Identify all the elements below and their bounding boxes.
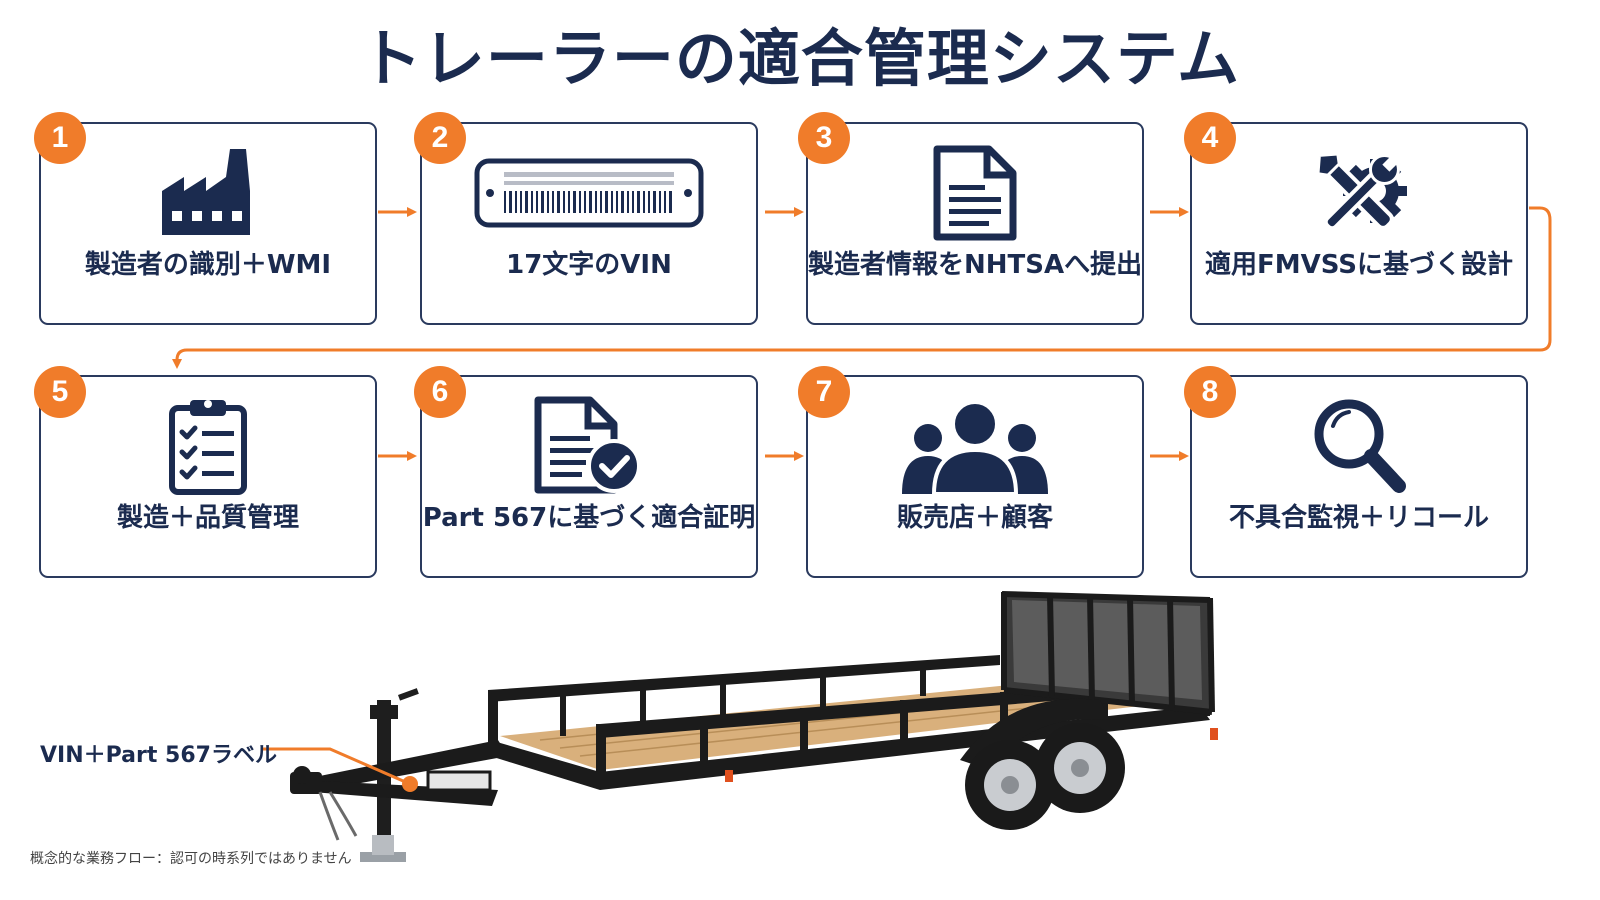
wheel-front xyxy=(965,740,1055,830)
step-label: 不具合監視＋リコール xyxy=(1228,503,1489,533)
callout-dot xyxy=(402,776,418,792)
step-card-2: 17文字のVIN xyxy=(420,122,758,325)
step-badge-1: 1 xyxy=(34,112,86,164)
step-card-6: Part 567に基づく適合証明 xyxy=(420,375,758,578)
rear-ramp-gate xyxy=(1001,591,1215,715)
step-badge-6: 6 xyxy=(414,366,466,418)
step-badge-7: 7 xyxy=(798,366,850,418)
step-badge-5: 5 xyxy=(34,366,86,418)
step-label: 適用FMVSSに基づく設計 xyxy=(1204,250,1514,280)
callout-line xyxy=(262,747,411,786)
wheel-rear xyxy=(1035,723,1125,813)
step-card-5: 製造＋品質管理 xyxy=(39,375,377,578)
step-badge-8: 8 xyxy=(1184,366,1236,418)
document-icon xyxy=(808,138,1142,248)
clipboard-checklist-icon xyxy=(41,391,375,501)
step-badge-2: 2 xyxy=(414,112,466,164)
step-card-1: 製造者の識別＋WMI xyxy=(39,122,377,325)
footnote: 概念的な業務フロー：認可の時系列ではありません xyxy=(30,851,352,867)
safety-chains xyxy=(318,791,358,841)
step-label: Part 567に基づく適合証明 xyxy=(422,503,756,533)
page-title: トレーラーの適合管理システム xyxy=(359,22,1241,95)
people-icon xyxy=(808,391,1142,501)
step-card-3: 製造者情報をNHTSAへ提出 xyxy=(806,122,1144,325)
step-card-4: 適用FMVSSに基づく設計 xyxy=(1190,122,1528,325)
certified-document-icon xyxy=(422,391,756,501)
step-card-8: 不具合監視＋リコール xyxy=(1190,375,1528,578)
utility-trailer-illustration xyxy=(262,591,1218,862)
step-label: 販売店＋顧客 xyxy=(896,503,1053,533)
step-label: 製造者の識別＋WMI xyxy=(84,250,332,280)
vin-label-plate xyxy=(426,770,492,792)
step-label: 17文字のVIN xyxy=(506,250,672,280)
step-label: 製造＋品質管理 xyxy=(116,503,299,533)
step-label: 製造者情報をNHTSAへ提出 xyxy=(808,250,1143,280)
vin-plate-icon xyxy=(422,138,756,248)
step-card-7: 販売店＋顧客 xyxy=(806,375,1144,578)
arrow-4-5 xyxy=(172,206,1552,369)
vin-part567-callout: VIN＋Part 567ラベル xyxy=(40,743,277,768)
step-badge-4: 4 xyxy=(1184,112,1236,164)
magnifier-icon xyxy=(1192,391,1526,501)
factory-icon xyxy=(41,138,375,248)
tongue xyxy=(290,740,508,806)
step-badge-3: 3 xyxy=(798,112,850,164)
tools-gear-icon xyxy=(1192,138,1526,248)
